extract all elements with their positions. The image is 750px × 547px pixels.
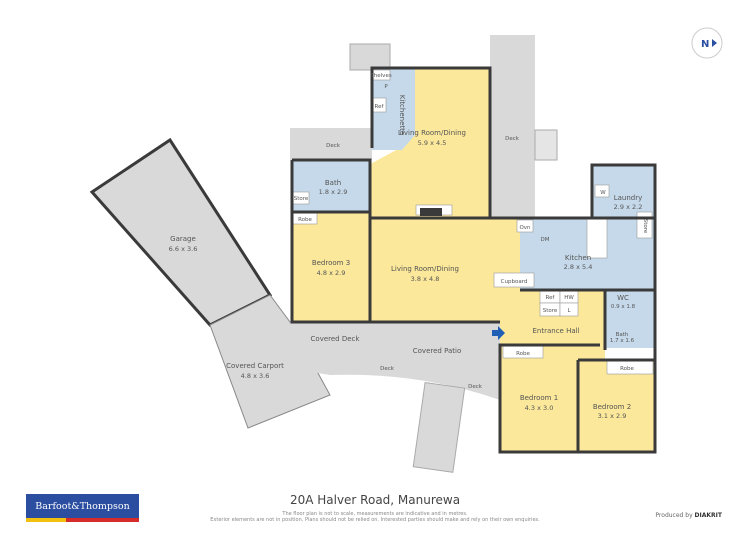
- l-label: L: [567, 308, 571, 314]
- laundry-dim: 2.9 x 2.2: [614, 203, 643, 211]
- hw-label: HW: [564, 295, 574, 301]
- bath-label: Bath: [325, 179, 341, 187]
- bath2-dim: 1.7 x 1.6: [610, 338, 635, 344]
- w-label: W: [600, 190, 606, 196]
- disclaimer-line-1: The floor plan is not to scale, measurem…: [282, 511, 468, 517]
- kitchen-label: Kitchen: [565, 254, 591, 262]
- store-label: Store: [294, 196, 309, 202]
- deck-front-label: Deck: [380, 366, 395, 372]
- deck-right-label: Deck: [505, 136, 520, 142]
- robe3-label: Robe: [298, 217, 312, 223]
- producer-name: DIAKRIT: [694, 512, 722, 519]
- bedroom3-label: Bedroom 3: [312, 259, 350, 267]
- laundry-store-label: Store: [642, 219, 648, 234]
- bedroom-2: [578, 360, 655, 452]
- hall-store-label: Store: [543, 308, 558, 314]
- laundry-label: Laundry: [614, 194, 643, 202]
- carport-label: Covered Carport: [226, 362, 284, 370]
- living-upper-dim: 5.9 x 4.5: [418, 139, 447, 147]
- robe2-label: Robe: [620, 366, 634, 372]
- garage-dim: 6.6 x 3.6: [169, 245, 198, 253]
- wc: [605, 290, 655, 312]
- bedroom2-label: Bedroom 2: [593, 403, 631, 411]
- deck-stairs: [534, 129, 558, 161]
- plan-shape: [290, 160, 500, 324]
- deck-left-label: Deck: [326, 143, 341, 149]
- plan-shape: [370, 66, 492, 218]
- property-address: 20A Halver Road, Manurewa: [289, 493, 461, 507]
- hall-ref-label: Ref: [546, 295, 556, 301]
- kitchenette: [372, 68, 415, 150]
- plan-shape: [516, 219, 534, 233]
- plan-shape: [493, 272, 535, 288]
- plan-shape: [586, 217, 608, 259]
- bath2-label: Bath: [616, 332, 629, 338]
- plan-shape: [498, 218, 657, 454]
- disclaimer-line-2: Exterior elements are not in position. P…: [210, 517, 540, 523]
- north-compass-icon: N: [691, 27, 723, 59]
- living-upper-label: Living Room/Dining: [398, 129, 466, 137]
- fixture-label: N: [701, 39, 709, 50]
- kitchen-dim: 2.8 x 5.4: [564, 263, 593, 271]
- wc-dim: 0.9 x 1.8: [611, 304, 636, 310]
- walls: [290, 66, 657, 454]
- floor-plan: N: [89, 27, 723, 473]
- deck-left: [290, 128, 372, 160]
- bath-2: [605, 312, 655, 348]
- kitchenette-label: Kitchenette: [398, 95, 406, 135]
- bedroom1-label: Bedroom 1: [520, 394, 558, 402]
- shelves-label: Shelves: [370, 73, 392, 79]
- ref-label: Ref: [375, 104, 385, 110]
- deck-right: [490, 35, 535, 218]
- plan-shape: [370, 163, 657, 220]
- bath-dim: 1.8 x 2.9: [319, 188, 348, 196]
- covered-deck-patio: [290, 322, 500, 400]
- living-lower-dim: 3.8 x 4.8: [411, 275, 440, 283]
- dm-label: DM: [541, 237, 550, 243]
- plan-shape: [594, 184, 610, 198]
- robe1-label: Robe: [516, 351, 530, 357]
- logo-text: Barfoot&Thompson: [35, 500, 130, 512]
- plan-shape: Garage 6.6 x 3.6 Covered Carport 4.8 x 3…: [169, 73, 648, 420]
- garage-label: Garage: [170, 235, 196, 243]
- deck-front2-label: Deck: [468, 384, 483, 390]
- barfoot-thompson-logo: Barfoot&Thompson: [26, 494, 139, 522]
- fireplace: [420, 208, 442, 216]
- top-stairs: [349, 43, 391, 71]
- producer-credit: Produced by DIAKRIT: [655, 512, 722, 519]
- cupboard-label: Cupboard: [501, 279, 528, 285]
- entry-arrow-icon: [492, 326, 505, 340]
- plan-shape: [691, 27, 723, 59]
- carport-dim: 4.8 x 3.6: [241, 372, 270, 380]
- bedroom1-dim: 4.3 x 3.0: [525, 404, 554, 412]
- bedroom3-dim: 4.8 x 2.9: [317, 269, 346, 277]
- wc-label: WC: [617, 294, 629, 302]
- entrance-label: Entrance Hall: [532, 327, 579, 335]
- ovn-label: Ovn: [519, 225, 531, 231]
- living-lower-label: Living Room/Dining: [391, 265, 459, 273]
- produced-by-text: Produced by: [655, 512, 693, 519]
- plan-shape: [292, 158, 372, 214]
- bedroom-3: [292, 212, 370, 322]
- p-label: P: [384, 84, 388, 90]
- front-stairs: [412, 381, 466, 473]
- plan-shape: [712, 39, 717, 47]
- plan-shape: [559, 302, 579, 317]
- covered-patio-label: Covered Patio: [413, 347, 462, 355]
- bedroom2-dim: 3.1 x 2.9: [598, 412, 627, 420]
- garage: [89, 137, 273, 327]
- bedroom-1: [500, 345, 578, 452]
- covered-deck-label: Covered Deck: [311, 335, 361, 343]
- living-room-upper: [350, 68, 490, 218]
